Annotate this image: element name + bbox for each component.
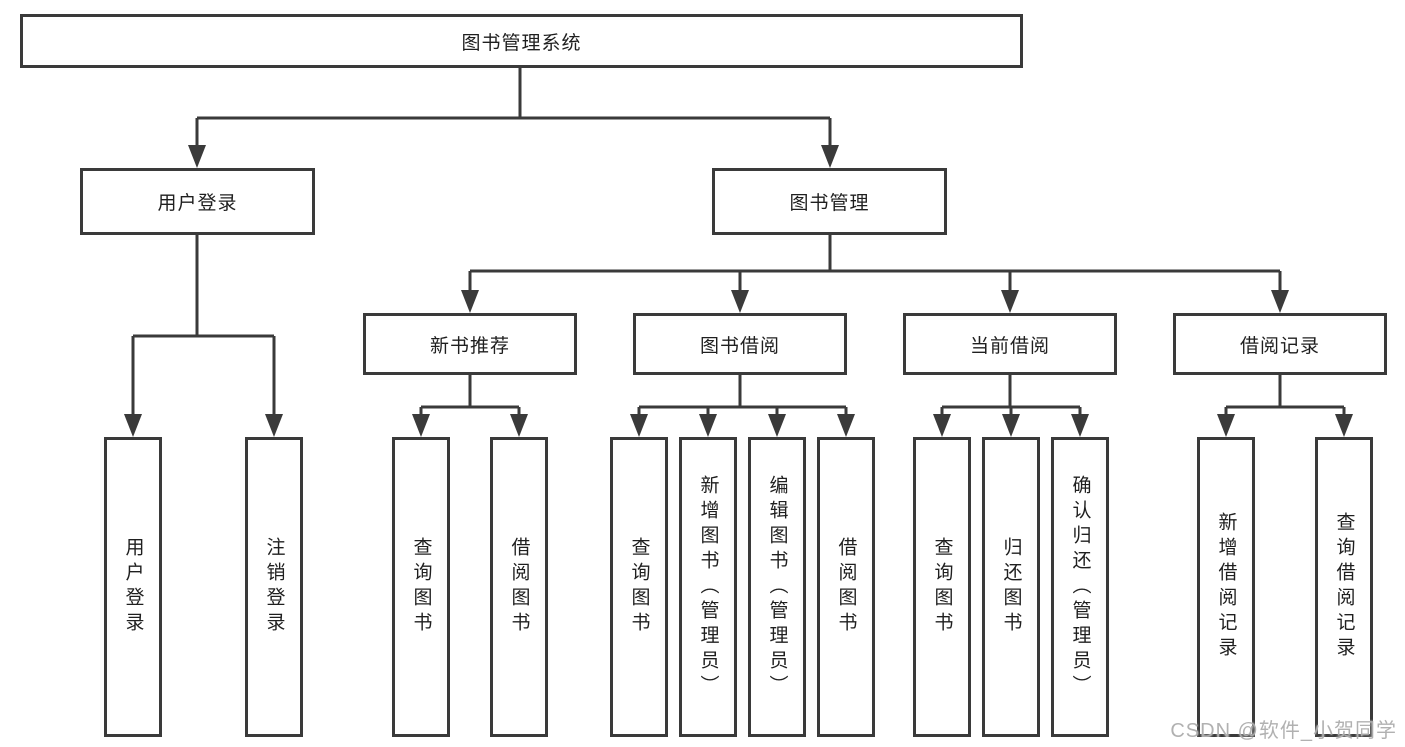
leaf-query-borrow-record: 查询借阅记录 [1315,437,1373,737]
leaf-borrow-books-recommend: 借阅图书 [490,437,548,737]
csdn-watermark: CSDN @软件_小贺同学 [1170,720,1397,742]
arrowhead-icons [124,145,1353,437]
node-user-login-branch: 用户登录 [80,168,315,235]
leaf-query-books-recommend: 查询图书 [392,437,450,737]
node-label: 借阅记录 [1239,335,1320,357]
leaf-add-books-admin: 新增图书（管理员） [679,437,737,737]
node-label: 归还图书 [1000,537,1022,637]
node-label: 编辑图书（管理员） [766,474,788,700]
node-label: 借阅图书 [835,537,857,637]
node-label: 借阅图书 [508,537,530,637]
node-label: 查询图书 [628,537,650,637]
node-current-borrow: 当前借阅 [903,313,1117,375]
node-label: 查询图书 [410,537,432,637]
node-label: 图书管理 [789,193,870,214]
node-new-book-recommend: 新书推荐 [363,313,577,375]
leaf-return-books: 归还图书 [982,437,1040,737]
node-label: 图书管理系统 [461,32,582,54]
node-label: 查询图书 [931,537,953,637]
node-book-management-branch: 图书管理 [712,168,947,235]
node-label: 确认归还（管理员） [1069,474,1091,700]
node-label: 查询借阅记录 [1333,512,1355,662]
leaf-add-borrow-record: 新增借阅记录 [1197,437,1255,737]
leaf-query-books-current: 查询图书 [913,437,971,737]
node-book-borrow: 图书借阅 [633,313,847,375]
node-label: 图书借阅 [699,335,780,357]
node-label: 新增借阅记录 [1215,512,1237,662]
leaf-query-books-borrow: 查询图书 [610,437,668,737]
leaf-edit-books-admin: 编辑图书（管理员） [748,437,806,737]
node-label: 注销登录 [263,537,285,637]
node-label: 用户登录 [157,193,238,214]
node-label: 新增图书（管理员） [697,474,719,700]
node-label: 当前借阅 [969,335,1050,357]
leaf-confirm-return-admin: 确认归还（管理员） [1051,437,1109,737]
leaf-user-login: 用户登录 [104,437,162,737]
leaf-logout: 注销登录 [245,437,303,737]
node-root-system: 图书管理系统 [20,14,1023,68]
node-borrow-records: 借阅记录 [1173,313,1387,375]
leaf-borrow-books: 借阅图书 [817,437,875,737]
node-label: 新书推荐 [429,335,510,357]
node-label: 用户登录 [122,537,144,637]
